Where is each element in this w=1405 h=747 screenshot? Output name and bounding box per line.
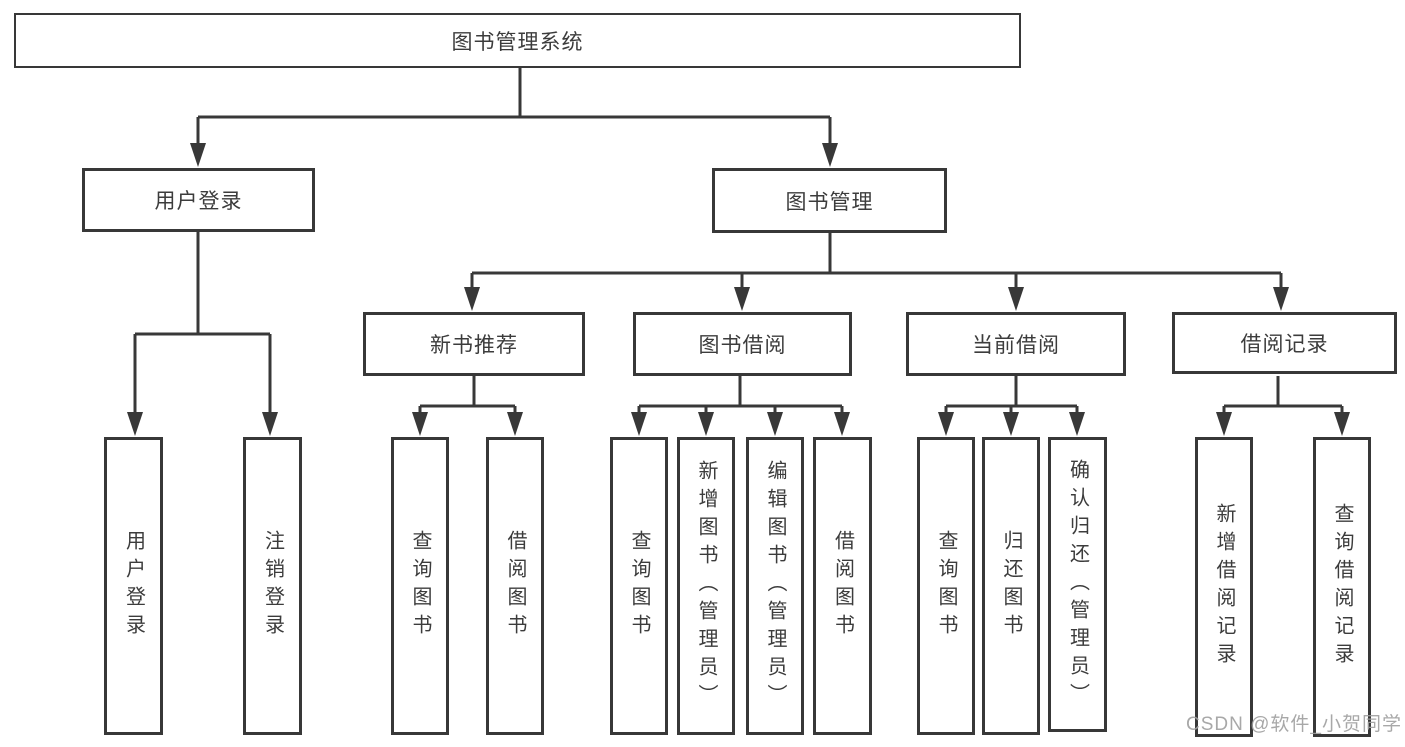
connector-current-borrow-children: [938, 376, 1085, 436]
node-root-label: 图书管理系统: [451, 30, 584, 54]
connector-user-login-children: [127, 232, 278, 436]
csdn-watermark: CSDN @软件_小贺同学: [1186, 714, 1402, 735]
connector-book-borrow-children: [631, 376, 850, 436]
connector-borrow-records-children: [1216, 376, 1350, 436]
connector-new-book-recommend-children: [412, 376, 523, 436]
leaf-add-borrow-record: 新增借阅记录: [1195, 437, 1253, 737]
leaf-return-book: 归还图书: [982, 437, 1040, 735]
leaf-query-books-borrow: 查询图书: [610, 437, 668, 735]
node-book-borrow: 图书借阅: [633, 312, 852, 376]
node-user-login: 用户登录: [82, 168, 315, 232]
node-new-book-recommend: 新书推荐: [363, 312, 585, 376]
leaf-borrow-books-recommend: 借阅图书: [486, 437, 544, 735]
leaf-query-books-recommend: 查询图书: [391, 437, 449, 735]
leaf-edit-book-admin: 编辑图书（管理员）: [746, 437, 804, 735]
connector-root-to-branches: [190, 68, 838, 167]
leaf-query-books-current: 查询图书: [917, 437, 975, 735]
node-book-management: 图书管理: [712, 168, 947, 233]
node-current-borrow-label: 当前借阅: [972, 334, 1060, 357]
leaf-borrow-books-borrow: 借阅图书: [813, 437, 872, 735]
node-book-borrow-label: 图书借阅: [698, 334, 787, 357]
leaf-confirm-return-admin: 确认归还（管理员）: [1048, 437, 1107, 732]
leaf-add-book-admin: 新增图书（管理员）: [677, 437, 735, 735]
node-borrow-records-label: 借阅记录: [1240, 333, 1329, 356]
node-book-management-label: 图书管理: [785, 190, 874, 214]
node-borrow-records: 借阅记录: [1172, 312, 1397, 374]
leaf-logout: 注销登录: [243, 437, 302, 735]
leaf-user-login: 用户登录: [104, 437, 163, 735]
node-user-login-label: 用户登录: [154, 190, 243, 213]
node-new-book-recommend-label: 新书推荐: [430, 334, 518, 357]
node-current-borrow: 当前借阅: [906, 312, 1126, 376]
leaf-query-borrow-record: 查询借阅记录: [1313, 437, 1371, 737]
connector-book-management-modules: [464, 233, 1289, 311]
node-root: 图书管理系统: [14, 13, 1021, 68]
